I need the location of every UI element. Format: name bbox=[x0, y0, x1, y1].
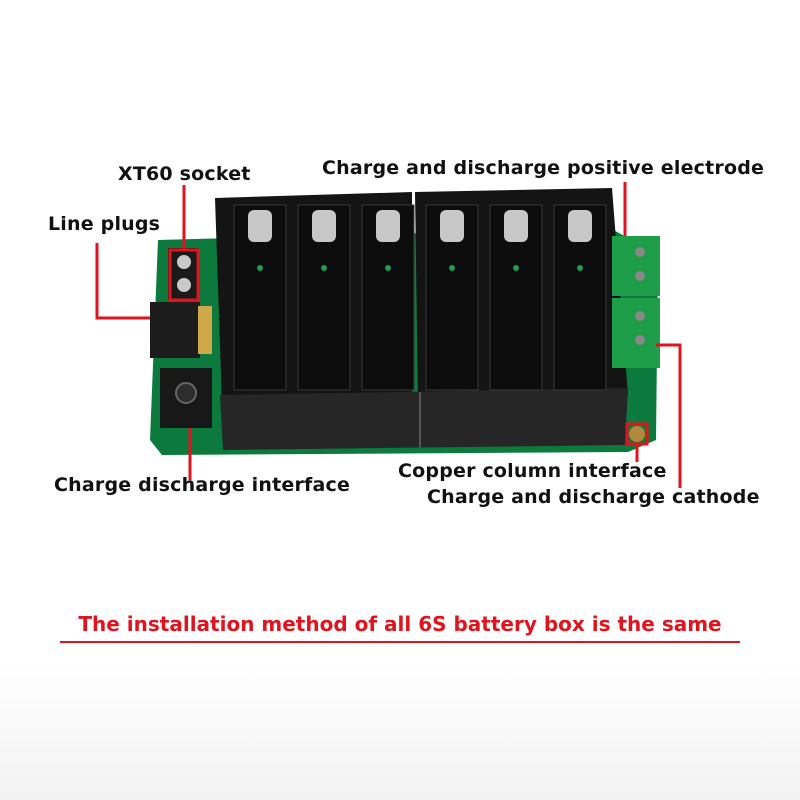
installation-note: The installation method of all 6S batter… bbox=[78, 612, 722, 636]
cell-slot bbox=[361, 204, 415, 391]
cell-slots bbox=[233, 204, 607, 391]
xt60-socket-label: XT60 socket bbox=[118, 163, 251, 185]
line-plugs-connector bbox=[150, 302, 212, 358]
charge-discharge-interface-label: Charge discharge interface bbox=[54, 474, 351, 496]
cell-slot bbox=[233, 204, 287, 391]
line-plugs-label: Line plugs bbox=[48, 213, 161, 235]
background-fade bbox=[0, 660, 800, 800]
copper-column-interface-label: Copper column interface bbox=[398, 460, 667, 482]
cathode-label: Charge and discharge cathode bbox=[427, 486, 760, 508]
note-underline bbox=[60, 641, 740, 643]
xt60-socket bbox=[168, 248, 200, 302]
cell-slot bbox=[553, 204, 607, 391]
charge-discharge-jack bbox=[160, 368, 212, 428]
cell-slot bbox=[297, 204, 351, 391]
callout-cathode bbox=[656, 343, 682, 488]
callout-lines bbox=[95, 182, 682, 488]
cell-slot bbox=[489, 204, 543, 391]
positive-electrode-label: Charge and discharge positive electrode bbox=[322, 157, 765, 179]
callout-line-plugs bbox=[95, 243, 150, 320]
terminal-block bbox=[612, 236, 660, 368]
cell-slot bbox=[425, 204, 479, 391]
